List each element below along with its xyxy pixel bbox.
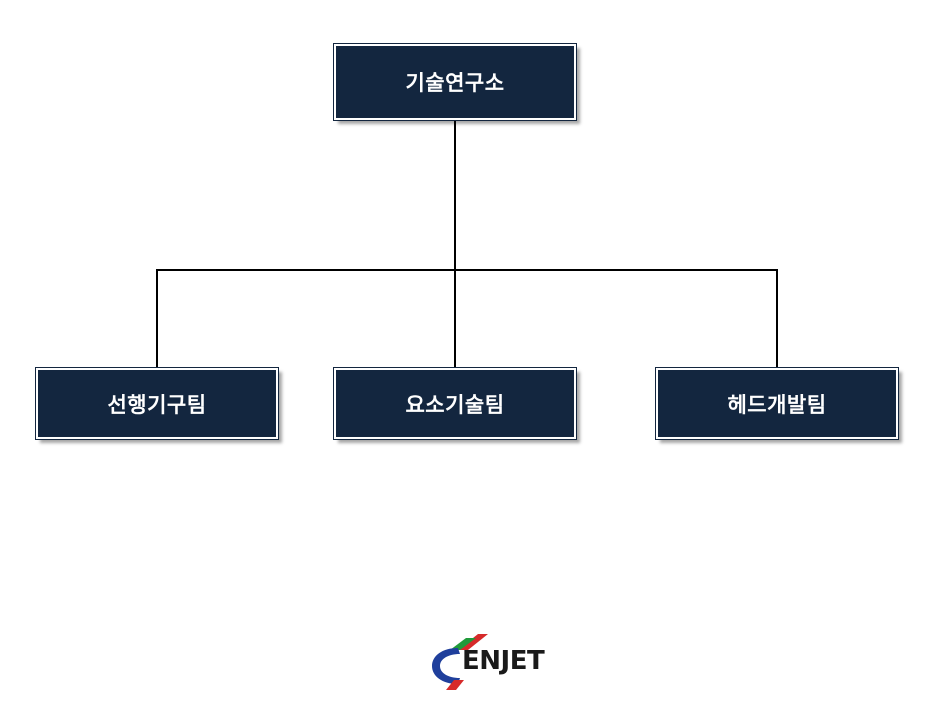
connector-right-drop <box>776 269 778 368</box>
connector-center-drop <box>454 269 456 368</box>
node-child-2-label: 요소기술팀 <box>405 392 505 417</box>
connector-root-vertical <box>454 121 456 271</box>
enjet-logo: ENJET <box>428 630 548 692</box>
node-child-2: 요소기술팀 <box>333 367 577 440</box>
node-root-label: 기술연구소 <box>405 71 505 95</box>
logo-mark-icon <box>432 634 488 690</box>
node-child-3: 헤드개발팀 <box>655 367 899 440</box>
node-child-3-label: 헤드개발팀 <box>727 392 827 417</box>
node-root: 기술연구소 <box>333 43 577 121</box>
connector-horizontal-bar <box>156 269 778 271</box>
logo-text: ENJET <box>462 646 545 676</box>
node-child-1: 선행기구팀 <box>35 367 279 440</box>
node-child-1-label: 선행기구팀 <box>107 392 207 417</box>
connector-left-drop <box>156 269 158 368</box>
